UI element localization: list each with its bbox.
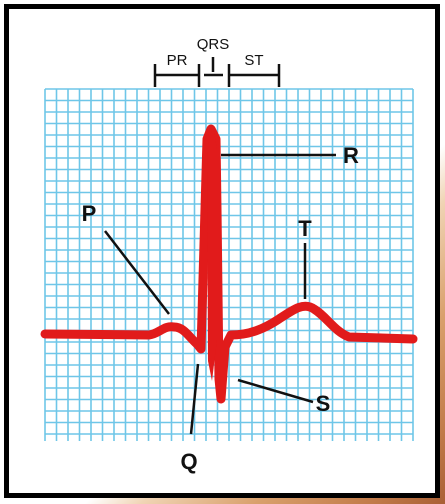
r-label: R	[343, 143, 359, 168]
pr-label: PR	[167, 52, 188, 69]
ecg-diagram: PR QRS ST P Q R S T	[9, 9, 435, 493]
diagram-card: PR QRS ST P Q R S T	[4, 4, 440, 498]
t-label: T	[298, 216, 312, 241]
st-label: ST	[244, 52, 263, 69]
q-label: Q	[180, 449, 197, 474]
qrs-label: QRS	[197, 36, 230, 53]
s-label: S	[316, 391, 331, 416]
p-label: P	[82, 201, 97, 226]
ecg-grid	[45, 89, 413, 441]
